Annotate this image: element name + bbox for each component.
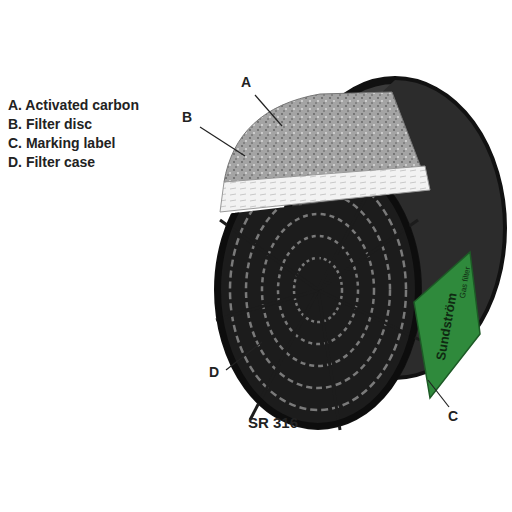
- legend-item: A. Activated carbon: [8, 97, 139, 113]
- filter-case: [216, 152, 420, 430]
- callout-letter: D: [209, 364, 219, 380]
- callout-letter: B: [182, 109, 192, 125]
- legend-item: D. Filter case: [8, 154, 95, 170]
- callout-letter: C: [448, 408, 458, 424]
- legend-item: B. Filter disc: [8, 116, 92, 132]
- callout-letter: A: [241, 74, 251, 90]
- leader-lines: [200, 95, 449, 407]
- marking-label: [414, 252, 480, 398]
- legend-item: C. Marking label: [8, 135, 115, 151]
- model-number: SR 316: [248, 414, 298, 431]
